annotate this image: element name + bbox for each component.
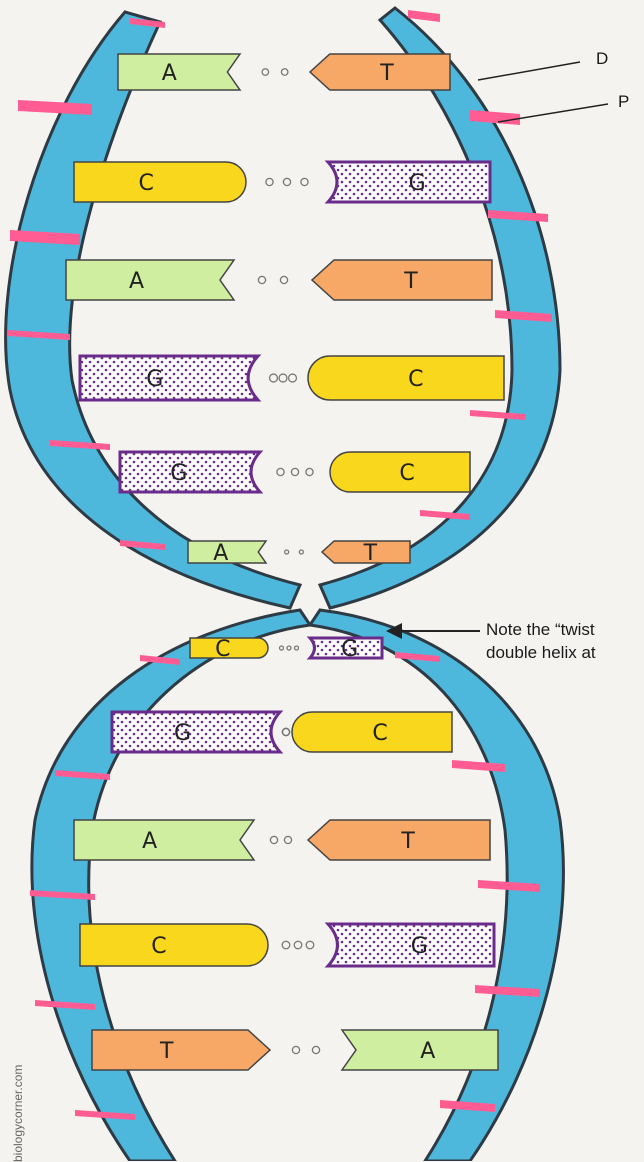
base-g-letter: G bbox=[409, 171, 426, 196]
base-pair: GC bbox=[112, 712, 452, 752]
base-g-left bbox=[80, 356, 258, 400]
hydrogen-bond-dot bbox=[281, 69, 287, 75]
watermark: biologycorner.com bbox=[11, 1022, 25, 1162]
hydrogen-bond-dot bbox=[285, 550, 289, 554]
hydrogen-bond-dot bbox=[306, 468, 313, 475]
base-c-letter: C bbox=[408, 367, 423, 392]
hydrogen-bond-dot bbox=[266, 178, 273, 185]
base-g-left bbox=[112, 712, 280, 752]
deoxyribose-label: D bbox=[596, 49, 608, 69]
hydrogen-bond-dot bbox=[277, 468, 284, 475]
hydrogen-bond-dot bbox=[284, 836, 291, 843]
hydrogen-bond-dot bbox=[283, 178, 290, 185]
hydrogen-bond-dot bbox=[282, 941, 290, 949]
base-t-letter: T bbox=[379, 61, 394, 86]
base-pair: CG bbox=[80, 924, 494, 966]
hydrogen-bond-dot bbox=[258, 276, 265, 283]
phosphate-band bbox=[408, 10, 440, 22]
twist-note-line-2: double helix at bbox=[486, 643, 596, 663]
base-c-left bbox=[74, 162, 246, 202]
base-t-right bbox=[308, 820, 490, 860]
hydrogen-bond-dot bbox=[270, 836, 277, 843]
base-a-left bbox=[66, 260, 234, 300]
base-a-letter: A bbox=[213, 541, 228, 566]
base-g-letter: G bbox=[146, 367, 163, 392]
base-t-left bbox=[92, 1030, 270, 1070]
base-a-left bbox=[118, 54, 240, 90]
hydrogen-bond-dot bbox=[280, 646, 284, 650]
base-c-letter: C bbox=[215, 637, 230, 662]
phosphate-label: P bbox=[618, 92, 629, 112]
hydrogen-bond-dot bbox=[291, 468, 298, 475]
hydrogen-bond-dot bbox=[270, 374, 278, 382]
base-pair: CG bbox=[74, 162, 490, 202]
base-c-right bbox=[308, 356, 504, 400]
base-t-right bbox=[312, 260, 492, 300]
base-g-left bbox=[120, 452, 260, 492]
hydrogen-bond-dot bbox=[282, 728, 289, 735]
hydrogen-bond-dot bbox=[292, 1046, 299, 1053]
backbone-strand-right-top bbox=[320, 8, 560, 608]
deoxyribose-pointer-line bbox=[478, 62, 580, 80]
base-a-letter: A bbox=[420, 1039, 435, 1064]
hydrogen-bond-dot bbox=[301, 178, 308, 185]
base-g-letter: G bbox=[341, 637, 358, 662]
base-c-letter: C bbox=[139, 171, 154, 196]
hydrogen-bond-dot bbox=[287, 646, 291, 650]
base-a-left bbox=[74, 820, 254, 860]
twist-note-line-1: Note the “twist bbox=[486, 620, 595, 640]
base-c-letter: C bbox=[151, 934, 166, 959]
base-a-letter: A bbox=[129, 269, 144, 294]
hydrogen-bond-dot bbox=[295, 646, 299, 650]
hydrogen-bond-dot bbox=[299, 550, 303, 554]
base-g-letter: G bbox=[411, 934, 428, 959]
base-c-left bbox=[80, 924, 268, 966]
hydrogen-bond-dot bbox=[279, 374, 287, 382]
hydrogen-bond-dot bbox=[294, 941, 302, 949]
hydrogen-bond-dot bbox=[306, 941, 314, 949]
base-a-letter: A bbox=[142, 829, 157, 854]
base-t-letter: T bbox=[400, 829, 415, 854]
hydrogen-bond-dot bbox=[312, 1046, 319, 1053]
hydrogen-bond-dot bbox=[280, 276, 287, 283]
base-t-letter: T bbox=[363, 541, 378, 566]
phosphate-pointer-line bbox=[498, 104, 608, 122]
base-t-letter: T bbox=[159, 1039, 174, 1064]
backbone-strand-left-top bbox=[6, 12, 300, 608]
base-t-letter: T bbox=[403, 269, 418, 294]
base-c-letter: C bbox=[372, 721, 387, 746]
base-g-letter: G bbox=[170, 461, 187, 486]
hydrogen-bond-dot bbox=[262, 69, 268, 75]
backbone-strand-left-bottom bbox=[32, 610, 310, 1161]
hydrogen-bond-dot bbox=[289, 374, 297, 382]
base-c-letter: C bbox=[399, 461, 414, 486]
base-a-letter: A bbox=[162, 61, 177, 86]
base-g-letter: G bbox=[174, 721, 191, 746]
